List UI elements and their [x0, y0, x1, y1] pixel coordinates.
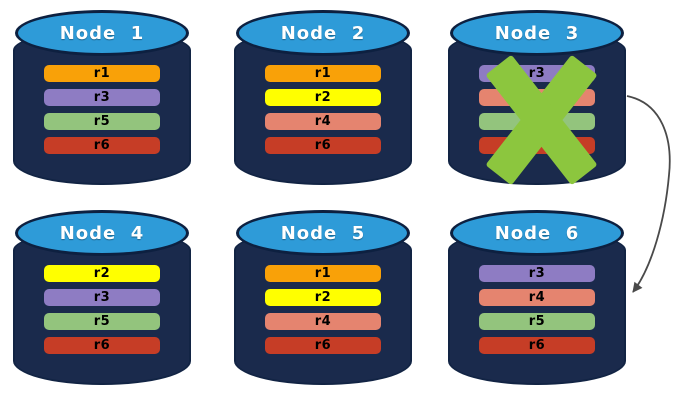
replica-bar	[479, 89, 595, 106]
replica-bar: r6	[44, 137, 160, 154]
node-title: Node 1	[59, 23, 145, 44]
replica-label: r3	[93, 90, 111, 105]
replica-label: r5	[93, 114, 111, 129]
replica-bar: r6	[479, 337, 595, 354]
node-title: Node 3	[494, 23, 580, 44]
replica-list: r1 r2 r4 r6	[265, 265, 381, 361]
replica-bar: r2	[44, 265, 160, 282]
replica-bar: r5	[479, 313, 595, 330]
replica-bar	[479, 137, 595, 154]
replica-bar: r6	[265, 337, 381, 354]
replica-bar: r1	[265, 65, 381, 82]
replica-bar: r6	[265, 137, 381, 154]
node-title: Node 4	[59, 223, 145, 244]
replica-bar: r4	[265, 313, 381, 330]
replica-label: r1	[93, 66, 111, 81]
replica-bar: r1	[44, 65, 160, 82]
database-node-3: Node 3 r3	[448, 10, 626, 186]
replica-bar: r1	[265, 265, 381, 282]
replica-list: r1 r3 r5 r6	[44, 65, 160, 161]
replica-bar: r6	[44, 337, 160, 354]
replica-label: r1	[314, 66, 332, 81]
cylinder-top: Node 5	[236, 210, 410, 256]
cylinder-top: Node 1	[15, 10, 189, 56]
database-node-6: Node 6 r3 r4 r5 r6	[448, 210, 626, 385]
cylinder-top: Node 4	[15, 210, 189, 256]
replica-list: r3	[479, 65, 595, 161]
replica-bar: r4	[479, 289, 595, 306]
node-title: Node 2	[280, 23, 366, 44]
replica-label: r6	[314, 338, 332, 353]
replica-label: r2	[314, 290, 332, 305]
cylinder-body	[234, 230, 412, 385]
replica-list: r1 r2 r4 r6	[265, 65, 381, 161]
cylinder-body	[13, 230, 191, 385]
replica-list: r3 r4 r5 r6	[479, 265, 595, 361]
database-node-4: Node 4 r2 r3 r5 r6	[13, 210, 191, 385]
replica-label: r4	[314, 314, 332, 329]
replica-label: r3	[93, 290, 111, 305]
replica-bar: r5	[44, 113, 160, 130]
replica-label: r6	[314, 138, 332, 153]
replica-bar: r3	[44, 89, 160, 106]
node-title: Node 5	[280, 223, 366, 244]
replica-label: r4	[314, 114, 332, 129]
replica-label: r2	[314, 90, 332, 105]
database-node-5: Node 5 r1 r2 r4 r6	[234, 210, 412, 385]
replica-label: r5	[93, 314, 111, 329]
replica-bar: r3	[44, 289, 160, 306]
replica-bar: r4	[265, 113, 381, 130]
node-title: Node 6	[494, 223, 580, 244]
database-node-1: Node 1 r1 r3 r5 r6	[13, 10, 191, 185]
cylinder-top: Node 3	[450, 10, 624, 56]
replica-bar: r2	[265, 289, 381, 306]
replica-label: r6	[528, 338, 546, 353]
replica-bar: r3	[479, 265, 595, 282]
cylinder-top: Node 6	[450, 210, 624, 256]
replica-label: r6	[93, 138, 111, 153]
replica-label: r5	[528, 314, 546, 329]
replica-label: r4	[528, 290, 546, 305]
replica-label: r6	[93, 338, 111, 353]
replica-label: r3	[528, 66, 546, 81]
replica-label: r2	[93, 266, 111, 281]
database-node-2: Node 2 r1 r2 r4 r6	[234, 10, 412, 185]
cylinder-top: Node 2	[236, 10, 410, 56]
replica-label: r3	[528, 266, 546, 281]
replica-bar: r5	[44, 313, 160, 330]
replica-bar: r2	[265, 89, 381, 106]
replica-list: r2 r3 r5 r6	[44, 265, 160, 361]
replica-bar	[479, 113, 595, 130]
replica-bar: r3	[479, 65, 595, 82]
replica-label: r1	[314, 266, 332, 281]
